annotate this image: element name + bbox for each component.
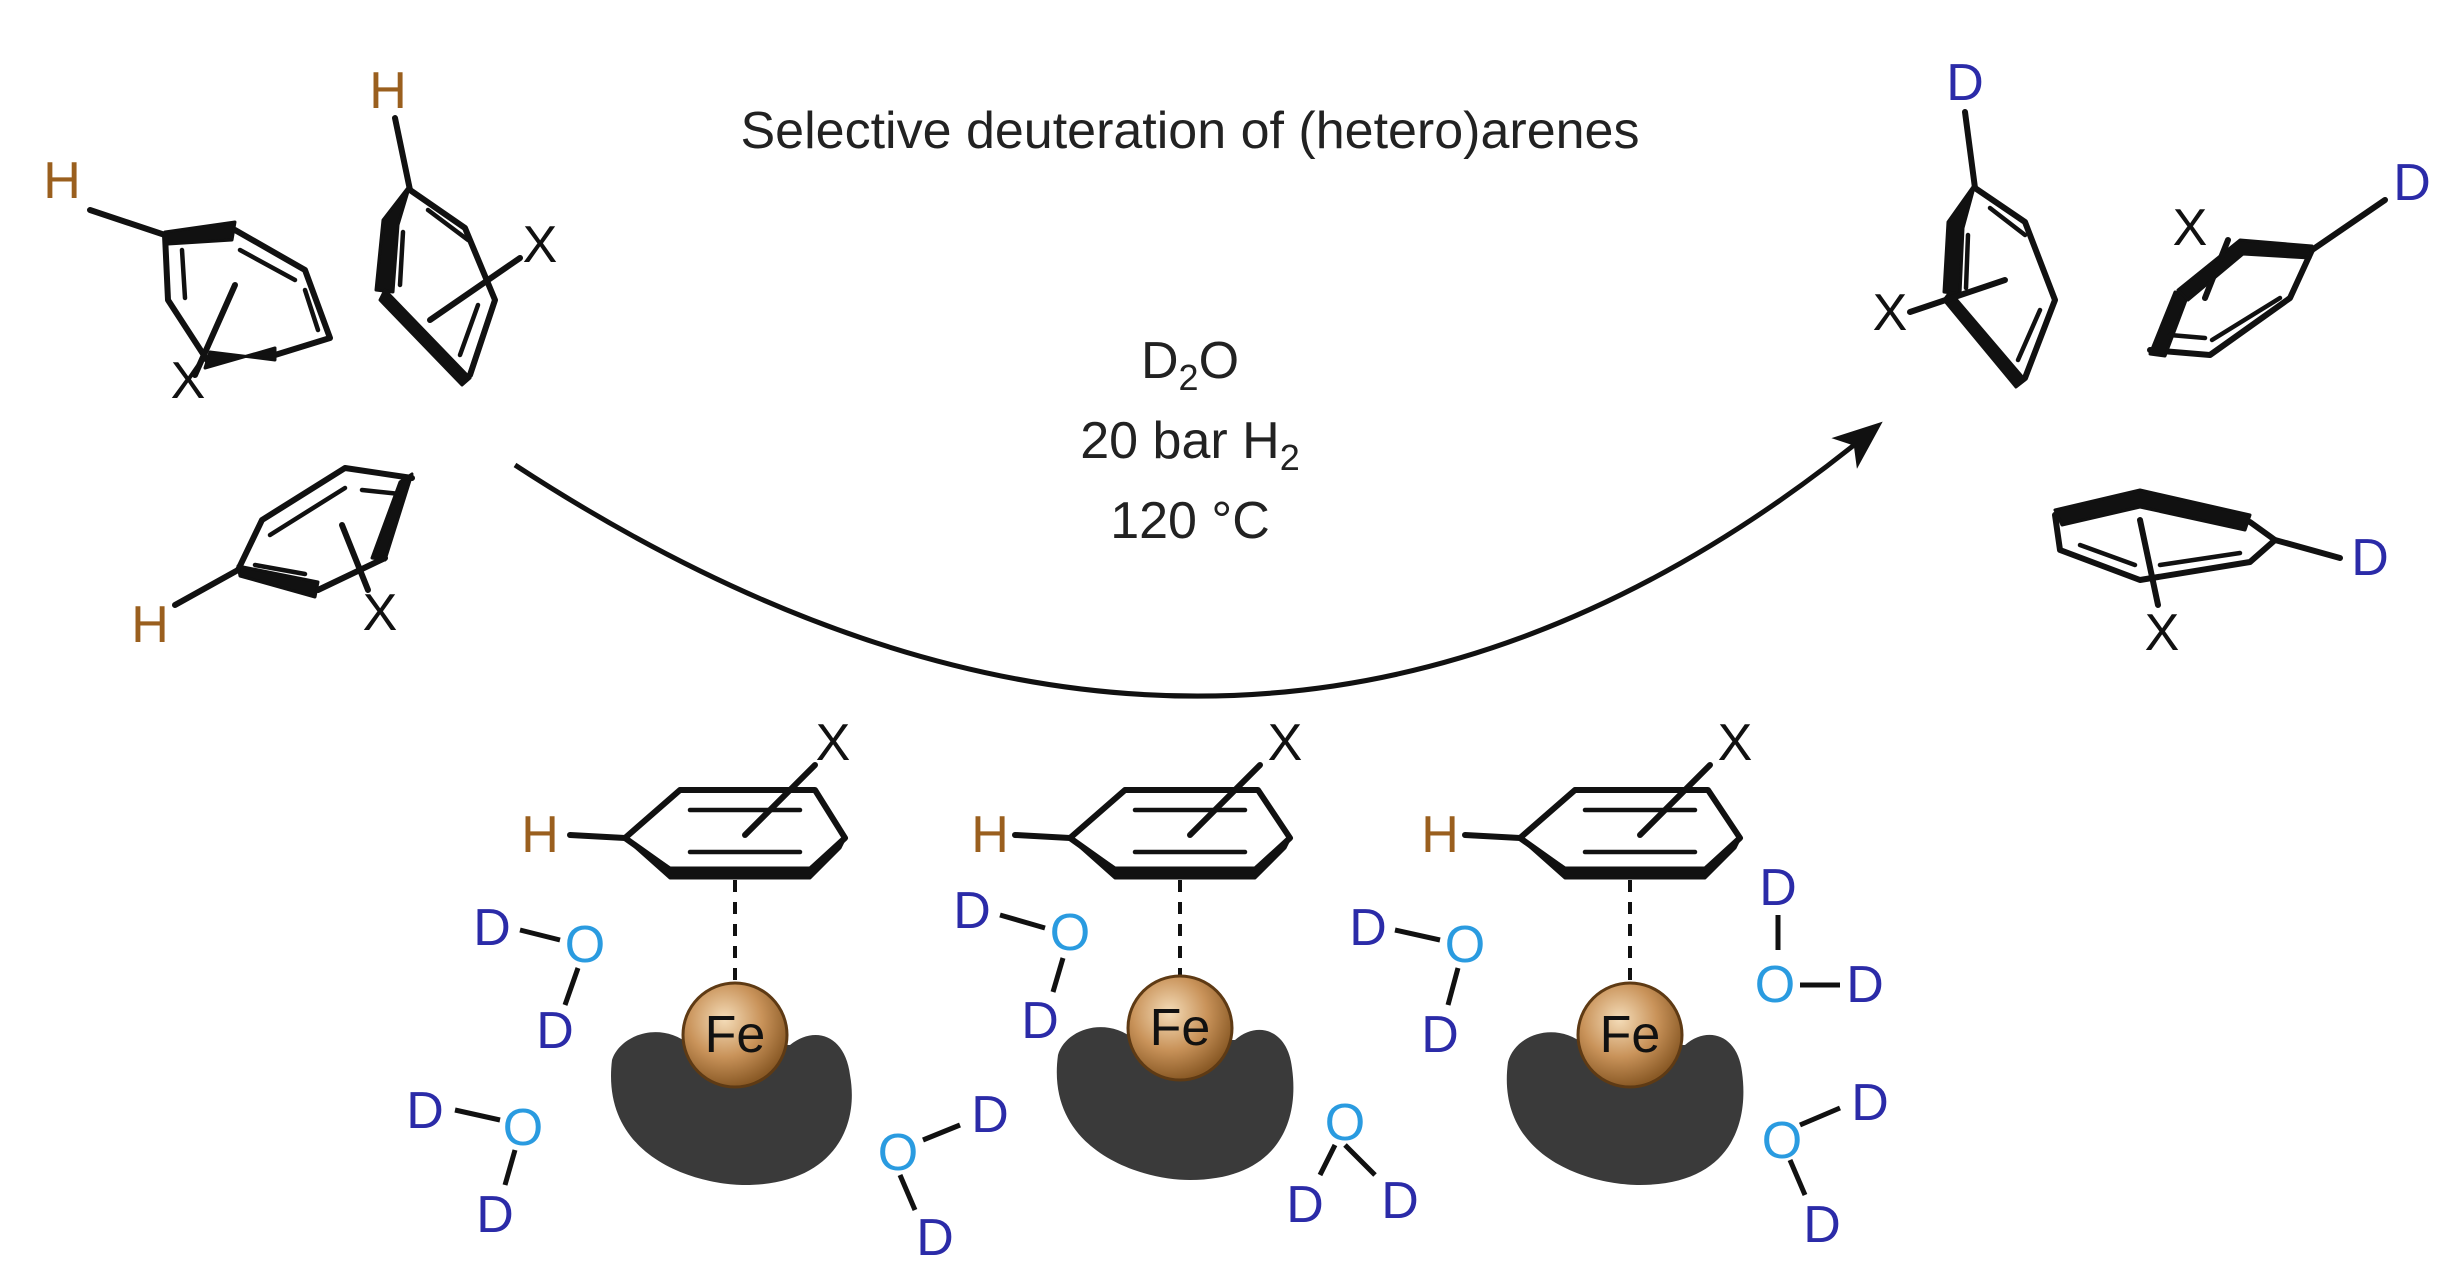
atom-deuterium: D	[473, 899, 511, 957]
atom-oxygen: O	[878, 1124, 918, 1182]
arene-substrate-3: H X	[131, 465, 415, 654]
condition-reagent: D2O	[1141, 332, 1239, 398]
reaction-conditions: D2O 20 bar H2 120 °C	[1080, 332, 1299, 550]
atom-deuterium: D	[916, 1209, 954, 1265]
atom-deuterium: D	[1759, 859, 1797, 917]
atom-iron: Fe	[1150, 999, 1211, 1057]
atom-substituent: X	[2145, 604, 2180, 662]
iron-center	[1576, 981, 1684, 1089]
atom-substituent: X	[1718, 714, 1753, 772]
atom-deuterium: D	[2393, 154, 2431, 212]
atom-deuterium: D	[1421, 1006, 1459, 1064]
atom-oxygen: O	[1755, 956, 1795, 1014]
atom-deuterium: D	[1349, 899, 1387, 957]
atom-deuterium: D	[406, 1082, 444, 1140]
atom-oxygen: O	[1445, 916, 1485, 974]
catalyst-unit-3: H X Fe	[1421, 714, 1752, 1185]
d2o-molecule: O D D	[1286, 1094, 1419, 1234]
d2o-molecule: O D D	[878, 1086, 1009, 1265]
support-body	[1056, 1027, 1294, 1180]
atom-oxygen: O	[565, 916, 605, 974]
catalyst-unit-1: H X Fe	[521, 714, 852, 1185]
atom-deuterium: D	[1946, 54, 1984, 112]
arene-substrate-1: H X	[43, 152, 333, 410]
atom-oxygen: O	[1050, 904, 1090, 962]
atom-deuterium: D	[1286, 1176, 1324, 1234]
d2o-molecule: D O D	[1755, 859, 1884, 1014]
atom-deuterium: D	[1851, 1074, 1889, 1132]
atom-iron: Fe	[1600, 1006, 1661, 1064]
d2o-molecule: D O D	[1349, 899, 1485, 1064]
atom-deuterium: D	[953, 882, 991, 940]
atom-deuterium: D	[476, 1186, 514, 1244]
scheme-title: Selective deuteration of (hetero)arenes	[741, 102, 1640, 160]
atom-hydrogen: H	[971, 806, 1009, 864]
atom-hydrogen: H	[43, 152, 81, 210]
atom-substituent: X	[363, 584, 398, 642]
d2o-molecule: O D D	[1762, 1074, 1889, 1254]
atom-substituent: X	[1268, 714, 1303, 772]
atom-deuterium: D	[1846, 956, 1884, 1014]
atom-hydrogen: H	[369, 62, 407, 120]
d2o-molecule: D O D	[406, 1082, 543, 1244]
atom-substituent: X	[816, 714, 851, 772]
atom-oxygen: O	[1762, 1112, 1802, 1170]
d2o-molecule: D O D	[473, 899, 605, 1060]
atom-hydrogen: H	[131, 596, 169, 654]
atom-deuterium: D	[536, 1002, 574, 1060]
atom-hydrogen: H	[521, 806, 559, 864]
arene-substrate-2: H X	[369, 62, 558, 387]
atom-deuterium: D	[1803, 1196, 1841, 1254]
atom-deuterium: D	[971, 1086, 1009, 1144]
atom-deuterium: D	[1381, 1172, 1419, 1230]
arene-product-2: D X	[2147, 154, 2431, 358]
catalyst-unit-2: H X Fe	[971, 714, 1302, 1180]
atom-oxygen: O	[503, 1099, 543, 1157]
d2o-molecule: D O D	[953, 882, 1090, 1050]
iron-center	[1126, 974, 1234, 1082]
atom-deuterium: D	[2351, 529, 2389, 587]
atom-oxygen: O	[1325, 1094, 1365, 1152]
atom-substituent: X	[523, 216, 558, 274]
condition-pressure: 20 bar H2	[1080, 412, 1299, 478]
support-body	[1506, 1032, 1744, 1185]
atom-substituent: X	[2173, 199, 2208, 257]
condition-temperature: 120 °C	[1110, 492, 1270, 550]
atom-substituent: X	[1873, 284, 1908, 342]
atom-deuterium: D	[1021, 992, 1059, 1050]
reaction-arrow	[513, 421, 1883, 699]
atom-iron: Fe	[705, 1006, 766, 1064]
arene-product-1: D X	[1873, 54, 2058, 389]
atom-substituent: X	[171, 352, 206, 410]
support-body	[611, 1032, 852, 1185]
atom-hydrogen: H	[1421, 806, 1459, 864]
arene-product-3: D X	[2052, 488, 2389, 662]
iron-center	[681, 981, 789, 1089]
